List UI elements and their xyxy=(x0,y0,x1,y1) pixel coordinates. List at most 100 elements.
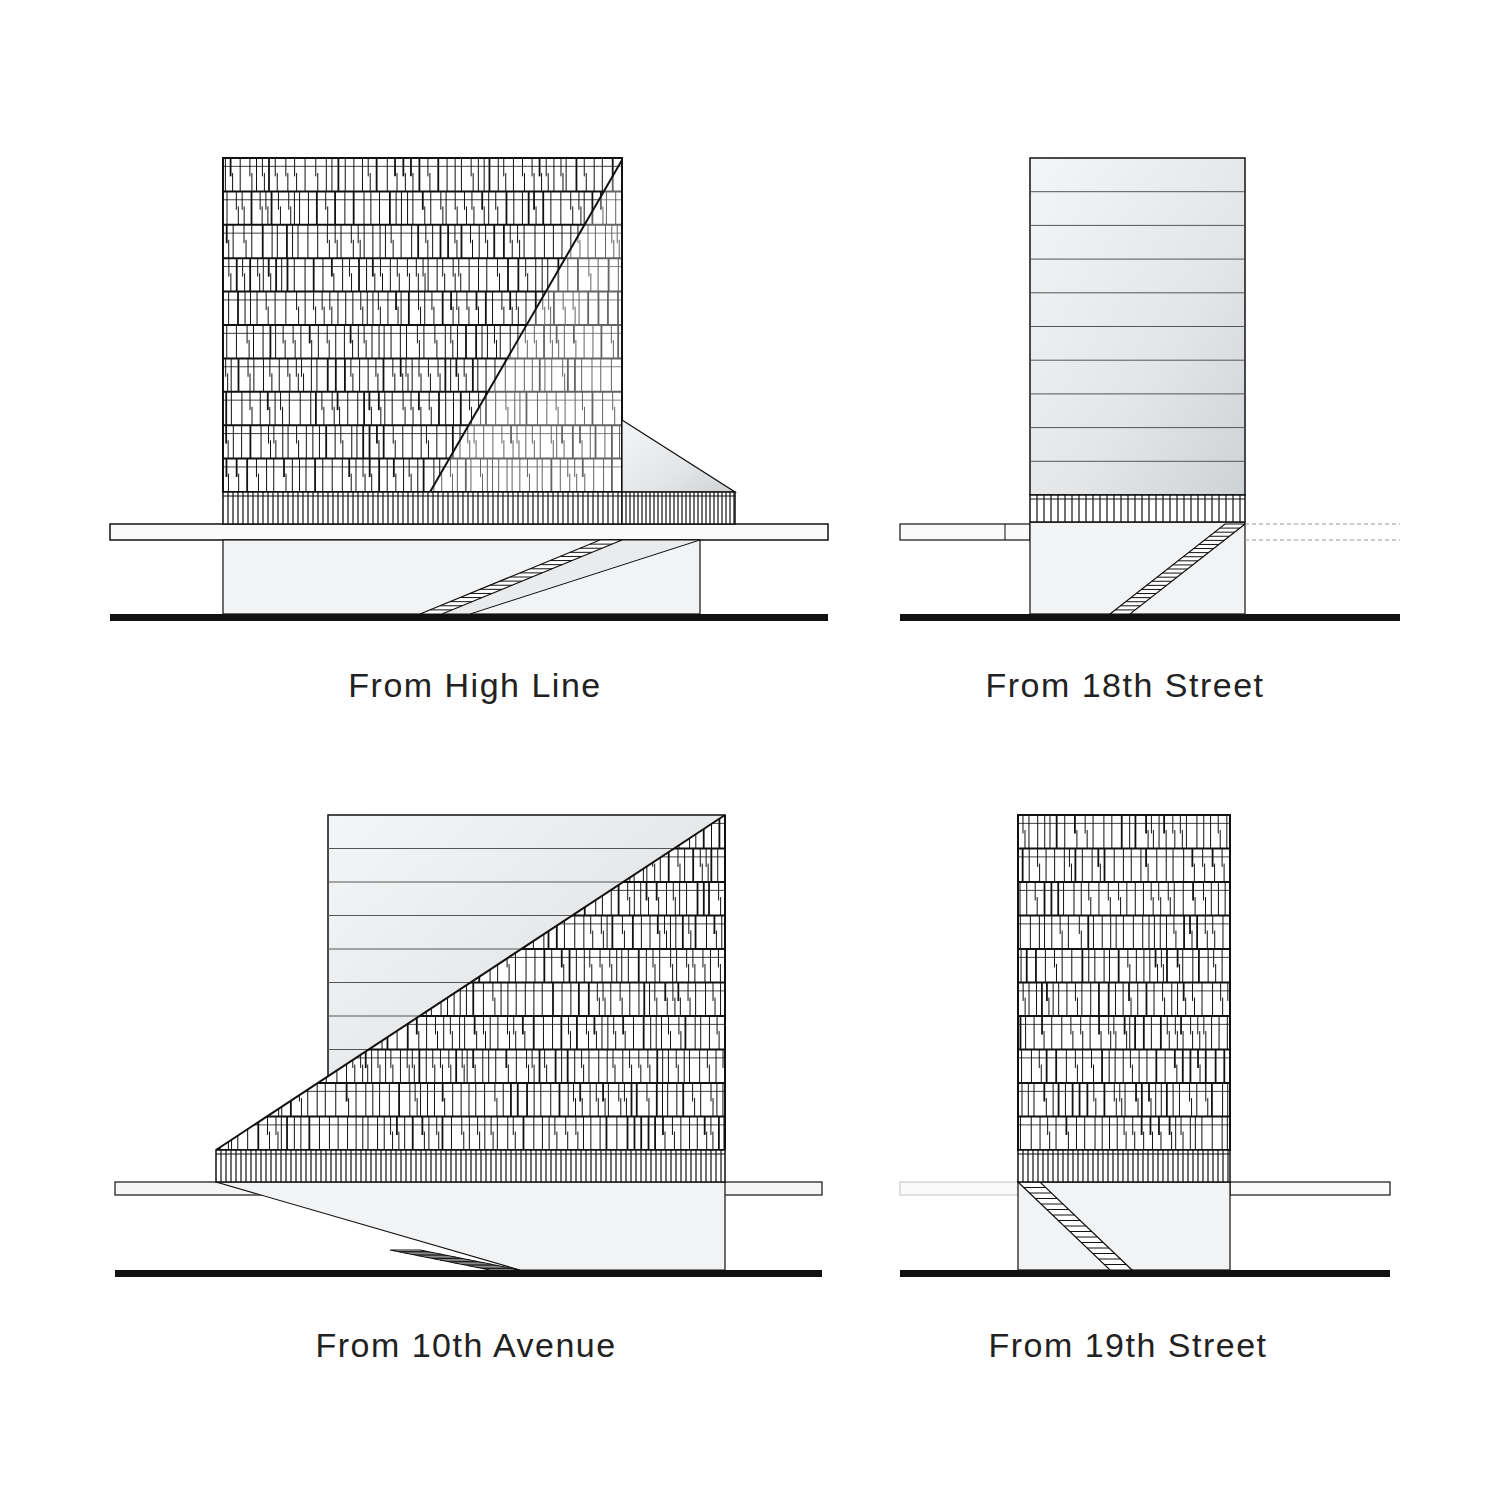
mullion xyxy=(315,1016,317,1050)
mullion xyxy=(485,225,486,243)
mullion xyxy=(417,325,418,343)
stair-tread xyxy=(454,1262,484,1263)
mullion xyxy=(366,258,367,291)
mullion xyxy=(454,983,455,1017)
mullion xyxy=(296,292,297,310)
mullion xyxy=(455,273,456,291)
mullion xyxy=(718,949,719,967)
mullion xyxy=(588,1050,589,1084)
grid-ground xyxy=(1018,815,1230,1150)
mullion xyxy=(246,949,247,983)
mullion xyxy=(228,240,229,258)
mullion xyxy=(447,882,448,916)
mullion xyxy=(583,1117,584,1151)
base-mullion xyxy=(287,492,288,524)
mullion xyxy=(225,425,227,443)
mullion xyxy=(503,225,505,258)
mullion xyxy=(305,983,306,1017)
mullion xyxy=(438,358,439,376)
base-mullion xyxy=(300,1150,301,1182)
mullion xyxy=(257,258,258,276)
mullion xyxy=(240,158,241,191)
mullion xyxy=(245,983,246,1001)
mullion xyxy=(267,392,269,410)
base-mullion xyxy=(255,1150,256,1182)
mullion xyxy=(253,964,254,982)
mullion xyxy=(688,964,689,982)
mullion xyxy=(221,815,222,849)
mullion xyxy=(272,882,274,900)
mullion xyxy=(329,983,330,1001)
mullion xyxy=(265,882,267,916)
base-mullion xyxy=(377,492,378,524)
mullion xyxy=(507,983,508,1017)
mullion xyxy=(318,1065,319,1083)
base-mullion xyxy=(455,1150,456,1182)
mullion xyxy=(406,325,407,358)
panel-joint xyxy=(1030,393,1245,394)
mullion xyxy=(461,1117,462,1135)
high-line-deck xyxy=(900,524,1030,540)
base-mullion xyxy=(472,492,473,524)
mullion xyxy=(453,258,454,276)
mullion xyxy=(310,392,311,425)
stair-tread xyxy=(404,1252,434,1253)
mullion xyxy=(1054,849,1055,883)
mullion xyxy=(550,1083,551,1117)
mullion xyxy=(259,273,260,291)
mullion xyxy=(394,158,396,176)
mullion xyxy=(399,849,400,883)
mullion xyxy=(323,882,325,916)
mullion xyxy=(385,849,386,883)
mullion xyxy=(430,191,431,224)
mullion xyxy=(688,916,689,934)
mullion xyxy=(448,849,450,883)
mullion xyxy=(337,158,339,191)
mullion xyxy=(237,815,239,833)
mullion xyxy=(305,830,306,848)
mullion xyxy=(590,1083,591,1117)
stair-tread xyxy=(1047,1209,1069,1210)
mullion xyxy=(650,1016,651,1050)
mullion xyxy=(695,983,696,1017)
base-mullion xyxy=(580,1150,581,1182)
mullion xyxy=(1121,815,1123,849)
mullion xyxy=(464,1065,465,1083)
mullion xyxy=(223,1031,224,1049)
mullion xyxy=(477,358,478,391)
base-mullion xyxy=(340,1150,341,1182)
mullion xyxy=(258,1083,259,1117)
mullion xyxy=(380,1016,381,1034)
mullion xyxy=(246,815,248,849)
stair-tread xyxy=(447,1261,477,1262)
mullion xyxy=(275,1117,276,1135)
mullion xyxy=(348,459,350,477)
stair-tread xyxy=(440,1260,470,1261)
mullion xyxy=(251,225,252,258)
mullion xyxy=(695,1016,696,1050)
stair xyxy=(390,1250,520,1270)
mullion xyxy=(229,897,230,915)
base-mullion xyxy=(430,1150,431,1182)
mullion xyxy=(1092,849,1093,883)
podium xyxy=(1018,1182,1230,1270)
mullion xyxy=(327,206,328,224)
mullion xyxy=(1064,849,1065,883)
mullion xyxy=(322,916,323,934)
mullion xyxy=(308,1016,309,1050)
mullion xyxy=(236,882,237,900)
mullion xyxy=(494,998,495,1016)
mullion xyxy=(419,340,420,358)
mullion xyxy=(376,983,377,1001)
base-mullion xyxy=(337,492,338,524)
mullion xyxy=(629,983,630,1017)
mullion xyxy=(332,459,333,492)
floor-line xyxy=(216,1015,725,1017)
mullion xyxy=(526,1050,527,1068)
mullion xyxy=(342,459,343,492)
mullion xyxy=(702,949,703,967)
mullion xyxy=(265,815,266,849)
floor-line xyxy=(216,848,725,850)
mullion xyxy=(620,983,621,1001)
mullion xyxy=(241,425,242,458)
